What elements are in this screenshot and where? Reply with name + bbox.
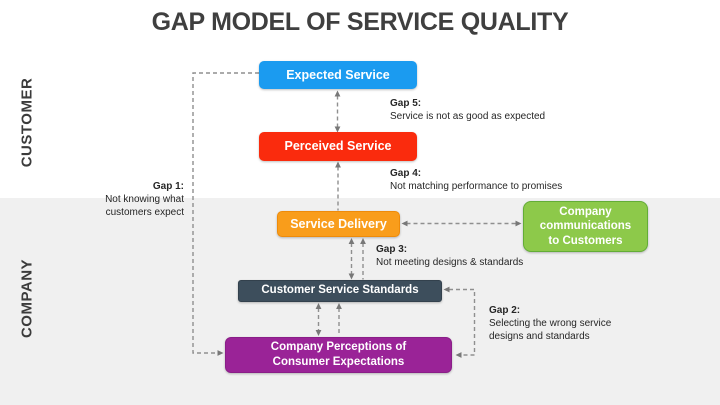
- company-communications-label: Company communications to Customers: [539, 205, 632, 247]
- connector-delivery-perceived: [335, 161, 341, 211]
- company-perceptions-label: Company Perceptions of Consumer Expectat…: [270, 341, 407, 368]
- gap5-note: Service is not as good as expected: [390, 111, 546, 122]
- gap1-note: Not knowing what customers expect: [105, 194, 184, 218]
- gap4-note: Not matching performance to promises: [390, 181, 563, 192]
- customer-zone-background: [0, 0, 720, 198]
- gap5-annotation: Gap 5: Service is not as good as expecte…: [390, 97, 545, 123]
- company-communications-box: Company communications to Customers: [523, 201, 648, 252]
- expected-service-box: Expected Service: [259, 61, 417, 89]
- gap2-label: Gap 2:: [489, 305, 521, 316]
- connector-delivery-communications: [401, 220, 522, 227]
- page-title: GAP MODEL OF SERVICE QUALITY: [151, 8, 569, 36]
- connector-standards-perceptions: [315, 303, 342, 336]
- gap3-label: Gap 3:: [376, 244, 408, 255]
- gap4-annotation: Gap 4: Not matching performance to promi…: [390, 167, 562, 193]
- service-delivery-box: Service Delivery: [277, 211, 400, 237]
- gap2-annotation: Gap 2: Selecting the wrong service desig…: [489, 304, 611, 343]
- perceived-service-box: Perceived Service: [259, 132, 417, 161]
- connector-expected-perceived: [334, 90, 341, 133]
- connector-gap1-bracket: [192, 72, 259, 356]
- connector-gap2-bracket: [443, 286, 476, 358]
- gap2-note: Selecting the wrong service designs and …: [489, 318, 612, 342]
- connector-delivery-standards: [348, 238, 366, 280]
- customer-service-standards-label: Customer Service Standards: [261, 284, 419, 297]
- gap3-note: Not meeting designs & standards: [376, 257, 524, 268]
- gap3-annotation: Gap 3: Not meeting designs & standards: [376, 243, 523, 269]
- gap1-annotation: Gap 1: Not knowing what customers expect: [84, 180, 184, 219]
- customer-service-standards-box: Customer Service Standards: [238, 280, 442, 302]
- gap4-label: Gap 4:: [390, 168, 422, 179]
- gap1-label: Gap 1:: [152, 181, 184, 192]
- perceived-service-label: Perceived Service: [284, 139, 392, 153]
- gap5-label: Gap 5:: [390, 98, 422, 109]
- company-perceptions-box: Company Perceptions of Consumer Expectat…: [225, 337, 452, 373]
- expected-service-label: Expected Service: [286, 67, 390, 82]
- service-delivery-label: Service Delivery: [290, 216, 387, 231]
